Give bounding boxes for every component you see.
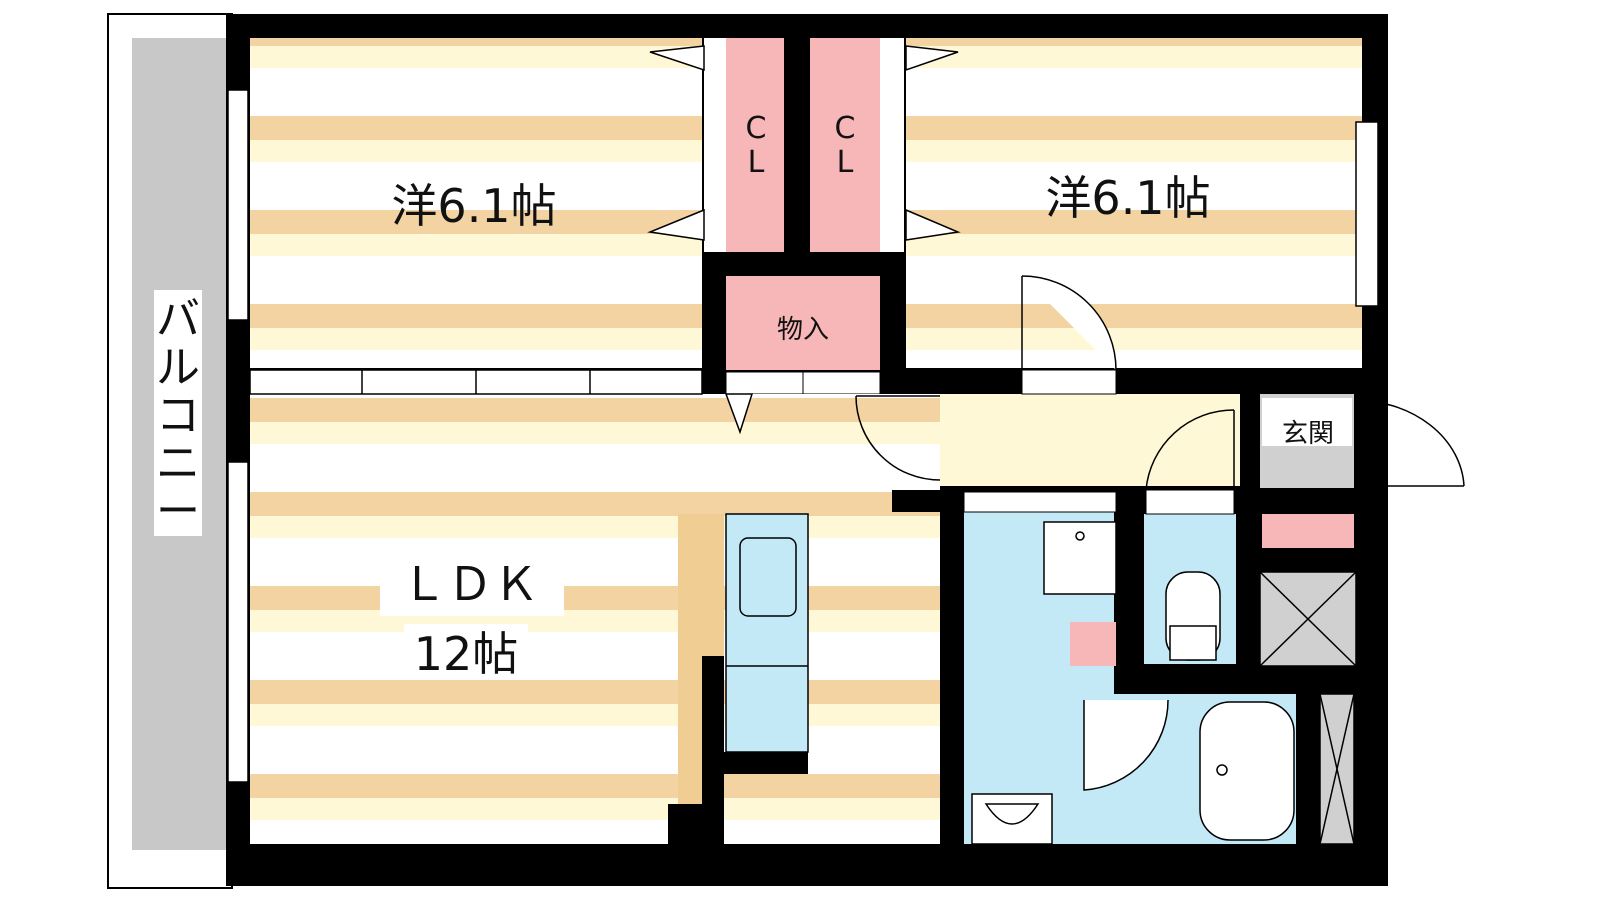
closet-right-label-top: C bbox=[835, 111, 856, 146]
washbasin-icon bbox=[971, 793, 1053, 845]
door-swing-entrance bbox=[1353, 399, 1465, 487]
western-room-right-label: 洋6.1帖 bbox=[1045, 171, 1210, 225]
window-ldk bbox=[227, 461, 249, 783]
entrance-label: 玄関 bbox=[1282, 419, 1334, 449]
ldk-floor bbox=[250, 394, 940, 844]
balcony-char-2: ル bbox=[156, 342, 200, 393]
storage-label: 物入 bbox=[777, 315, 829, 345]
western-room-left-floor bbox=[250, 38, 702, 368]
ldk-label: ＬＤＫ bbox=[401, 557, 539, 611]
storage bbox=[726, 276, 880, 370]
door-swing-ldk bbox=[855, 395, 941, 481]
window-right-room bbox=[1355, 121, 1379, 307]
balcony-char-4: ニ bbox=[156, 438, 200, 489]
window-left-room bbox=[227, 89, 249, 321]
washing-machine-icon bbox=[1043, 521, 1117, 595]
hall bbox=[940, 394, 1240, 486]
closet-left-label-top: C bbox=[746, 111, 767, 146]
closet-right bbox=[810, 38, 880, 252]
closet-left bbox=[726, 38, 784, 252]
balcony-char-3: コ bbox=[156, 390, 200, 441]
door-swing-bathroom bbox=[1083, 699, 1169, 791]
closet-right-label-bottom: L bbox=[837, 145, 854, 180]
western-room-left-label: 洋6.1帖 bbox=[391, 179, 556, 233]
closet-left-label-bottom: L bbox=[748, 145, 765, 180]
door-swing-right-room bbox=[1021, 275, 1117, 371]
sink-icon bbox=[739, 537, 797, 617]
western-room-right-floor bbox=[906, 38, 1362, 368]
door-swing-toilet bbox=[1145, 409, 1235, 491]
balcony: バ ル コ ニ ー bbox=[107, 13, 233, 889]
balcony-char-5: ー bbox=[156, 486, 200, 537]
ldk-size-label: 12帖 bbox=[414, 627, 519, 681]
bathtub-icon bbox=[1199, 701, 1295, 841]
balcony-char-1: バ bbox=[156, 294, 200, 345]
